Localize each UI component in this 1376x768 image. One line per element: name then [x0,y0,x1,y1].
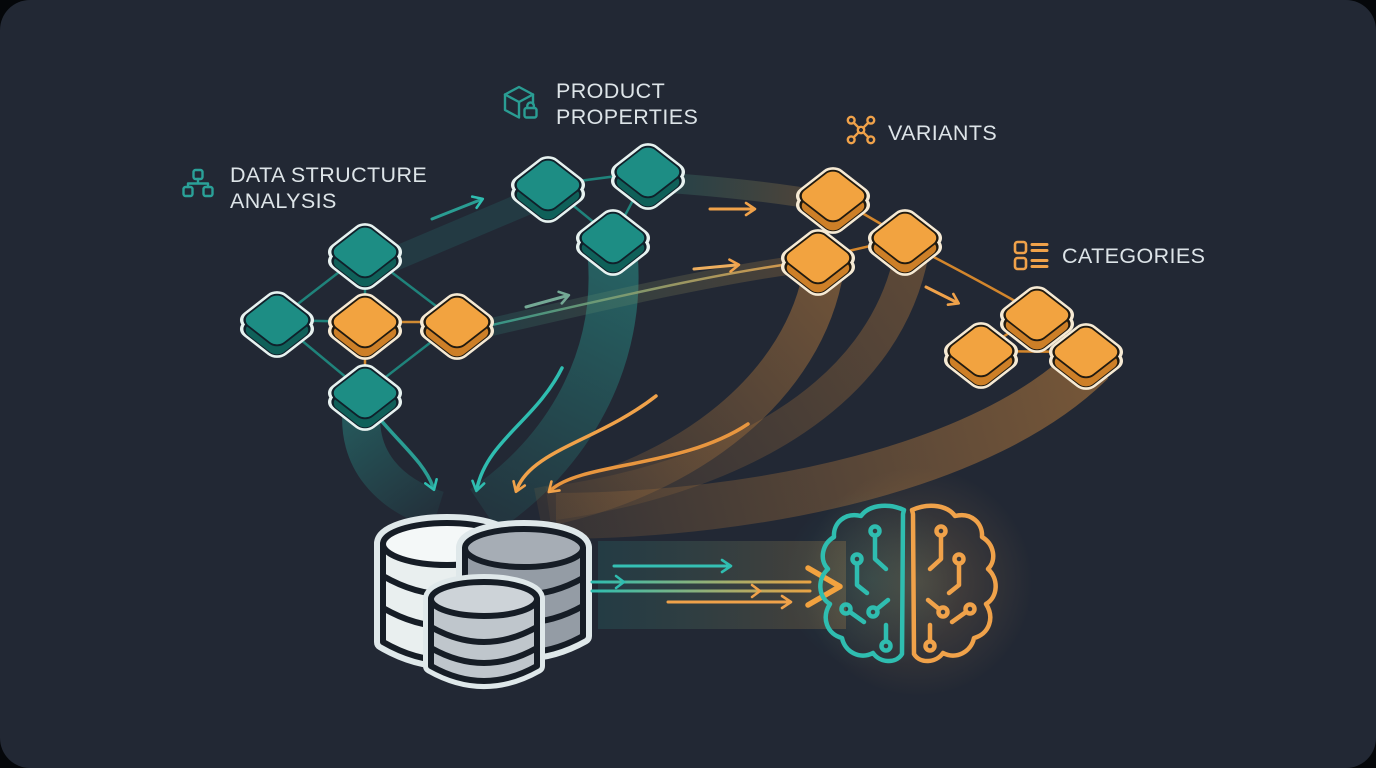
label-line: PRODUCT [556,79,666,103]
cube-lock-icon [503,85,538,119]
label-line: DATA STRUCTURE [230,163,428,187]
node [790,162,876,239]
cluster-categories [938,281,1129,395]
label-line: VARIANTS [888,121,998,145]
node [775,224,861,301]
cluster-product-properties [505,138,691,281]
label-variants: VARIANTS [888,120,997,146]
database-icon [374,514,592,689]
cluster-data-structure-analysis [234,218,500,436]
variants-network-icon [846,115,876,145]
categories-list-icon [1013,240,1049,271]
flow-arrows-small [430,195,960,309]
label-categories: CATEGORIES [1062,243,1205,269]
label-line: PROPERTIES [556,105,699,129]
label-line: CATEGORIES [1062,244,1206,268]
node [570,204,656,281]
label-data-structure-analysis: DATA STRUCTURE ANALYSIS [230,162,427,214]
flow-arrows-db-to-brain [590,558,843,610]
node [322,218,408,295]
node [605,138,691,215]
label-line: ANALYSIS [230,189,337,213]
node [322,288,408,365]
node [862,204,948,281]
label-product-properties: PRODUCT PROPERTIES [556,78,698,130]
hierarchy-icon [182,168,214,198]
